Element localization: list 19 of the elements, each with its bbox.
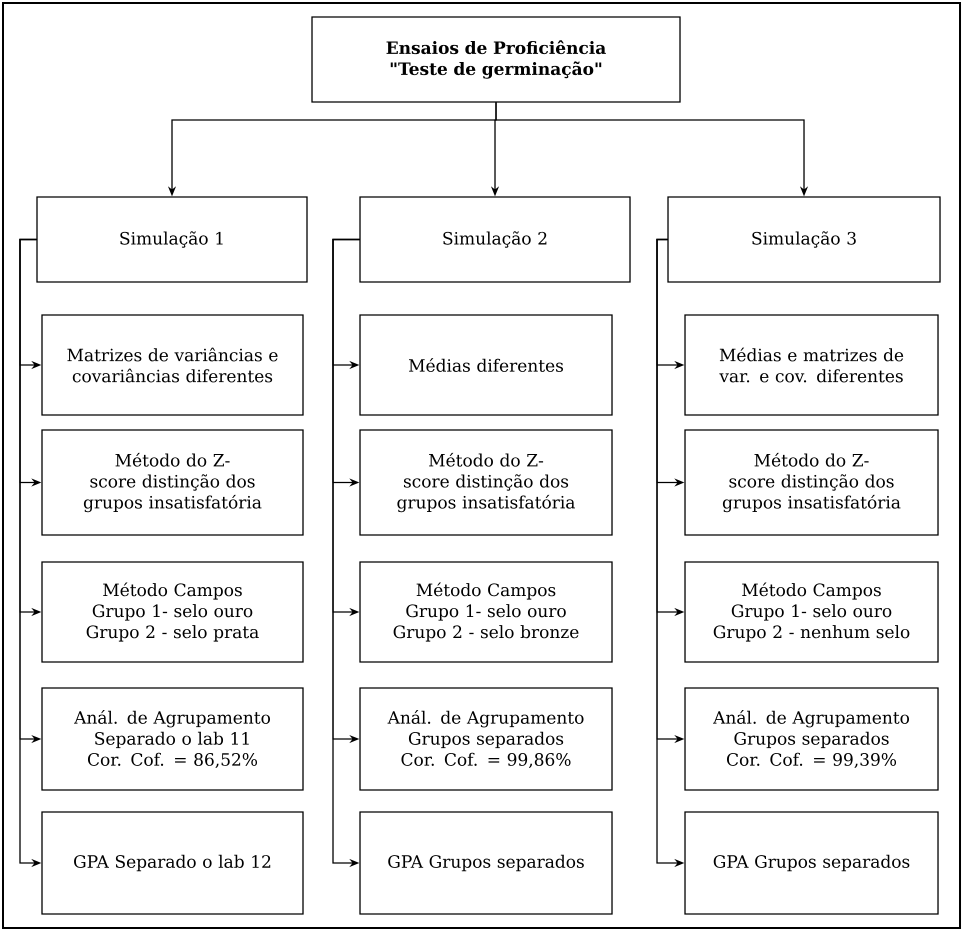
result-box: Anál. de Agrupamento Grupos separados Cor. Cof. = 99,39% xyxy=(684,687,939,791)
result-box: Método Campos Grupo 1- selo ouro Grupo 2 - nenhum selo xyxy=(684,561,939,663)
result-box: GPA Grupos separados xyxy=(359,811,613,915)
result-box: Método do Z- score distinção dos grupos insatisfatória xyxy=(684,429,939,536)
result-box: GPA Separado o lab 12 xyxy=(41,811,304,915)
result-box: Método do Z- score distinção dos grupos insatisfatória xyxy=(359,429,613,536)
simulation-box: Simulação 1 xyxy=(36,196,308,283)
result-box: Anál. de Agrupamento Separado o lab 11 Cor. Cof. = 86,52% xyxy=(41,687,304,791)
result-box: GPA Grupos separados xyxy=(684,811,939,915)
result-box: Método do Z- score distinção dos grupos insatisfatória xyxy=(41,429,304,536)
simulation-box: Simulação 2 xyxy=(359,196,631,283)
result-box: Médias e matrizes de var. e cov. diferentes xyxy=(684,314,939,416)
result-box: Método Campos Grupo 1- selo ouro Grupo 2 - selo prata xyxy=(41,561,304,663)
result-box: Método Campos Grupo 1- selo ouro Grupo 2 - selo bronze xyxy=(359,561,613,663)
result-box: Anál. de Agrupamento Grupos separados Cor. Cof. = 99,86% xyxy=(359,687,613,791)
result-box: Matrizes de variâncias e covariâncias diferentes xyxy=(41,314,304,416)
simulation-box: Simulação 3 xyxy=(667,196,941,283)
title-box: Ensaios de Proficiência "Teste de germinação" xyxy=(311,16,681,103)
result-box: Médias diferentes xyxy=(359,314,613,416)
